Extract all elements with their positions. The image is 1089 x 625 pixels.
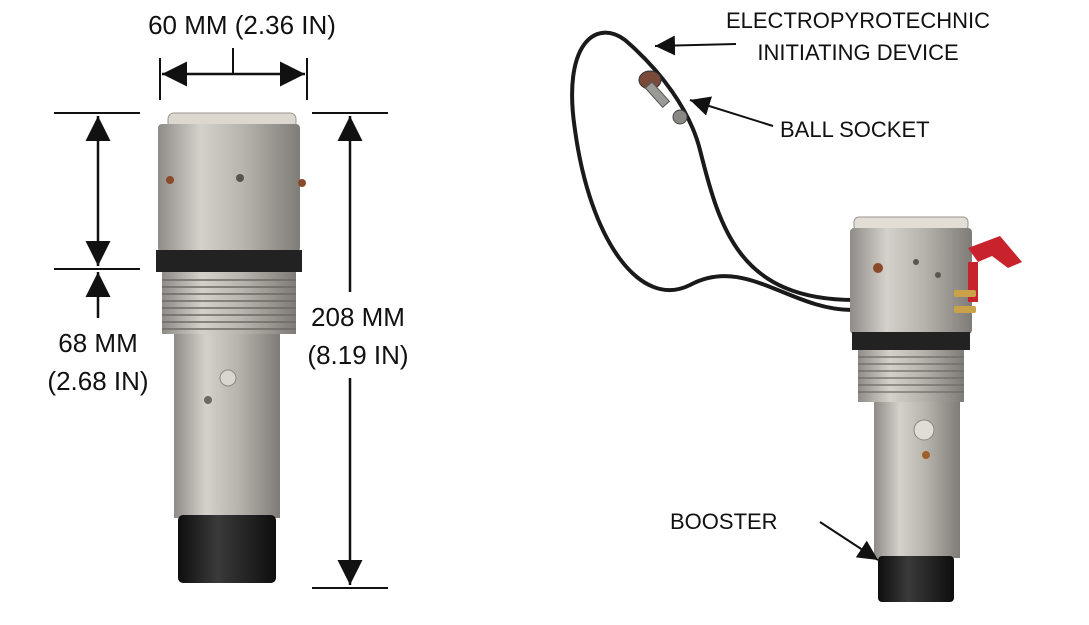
head-length-label-2: (2.68 IN): [47, 366, 148, 396]
head-length-label-1: 68 MM: [58, 328, 137, 358]
fuze-photo-right: [570, 30, 1022, 602]
total-length-dimension: 208 MM (8.19 IN): [307, 112, 409, 589]
callouts: ELECTROPYROTECHNIC INITIATING DEVICE BAL…: [654, 8, 990, 561]
total-length-label-2: (8.19 IN): [307, 340, 408, 370]
width-label: 60 MM (2.36 IN): [148, 10, 336, 40]
initiator-label-2: INITIATING DEVICE: [757, 40, 958, 65]
ball-socket-label: BALL SOCKET: [780, 117, 930, 142]
booster-label: BOOSTER: [670, 509, 778, 534]
fuze-photo-left: [156, 112, 306, 583]
head-length-dimension: 68 MM (2.68 IN): [47, 112, 149, 396]
total-length-label-1: 208 MM: [311, 302, 405, 332]
initiator-label-1: ELECTROPYROTECHNIC: [726, 8, 990, 33]
width-dimension: 60 MM (2.36 IN): [148, 10, 336, 100]
